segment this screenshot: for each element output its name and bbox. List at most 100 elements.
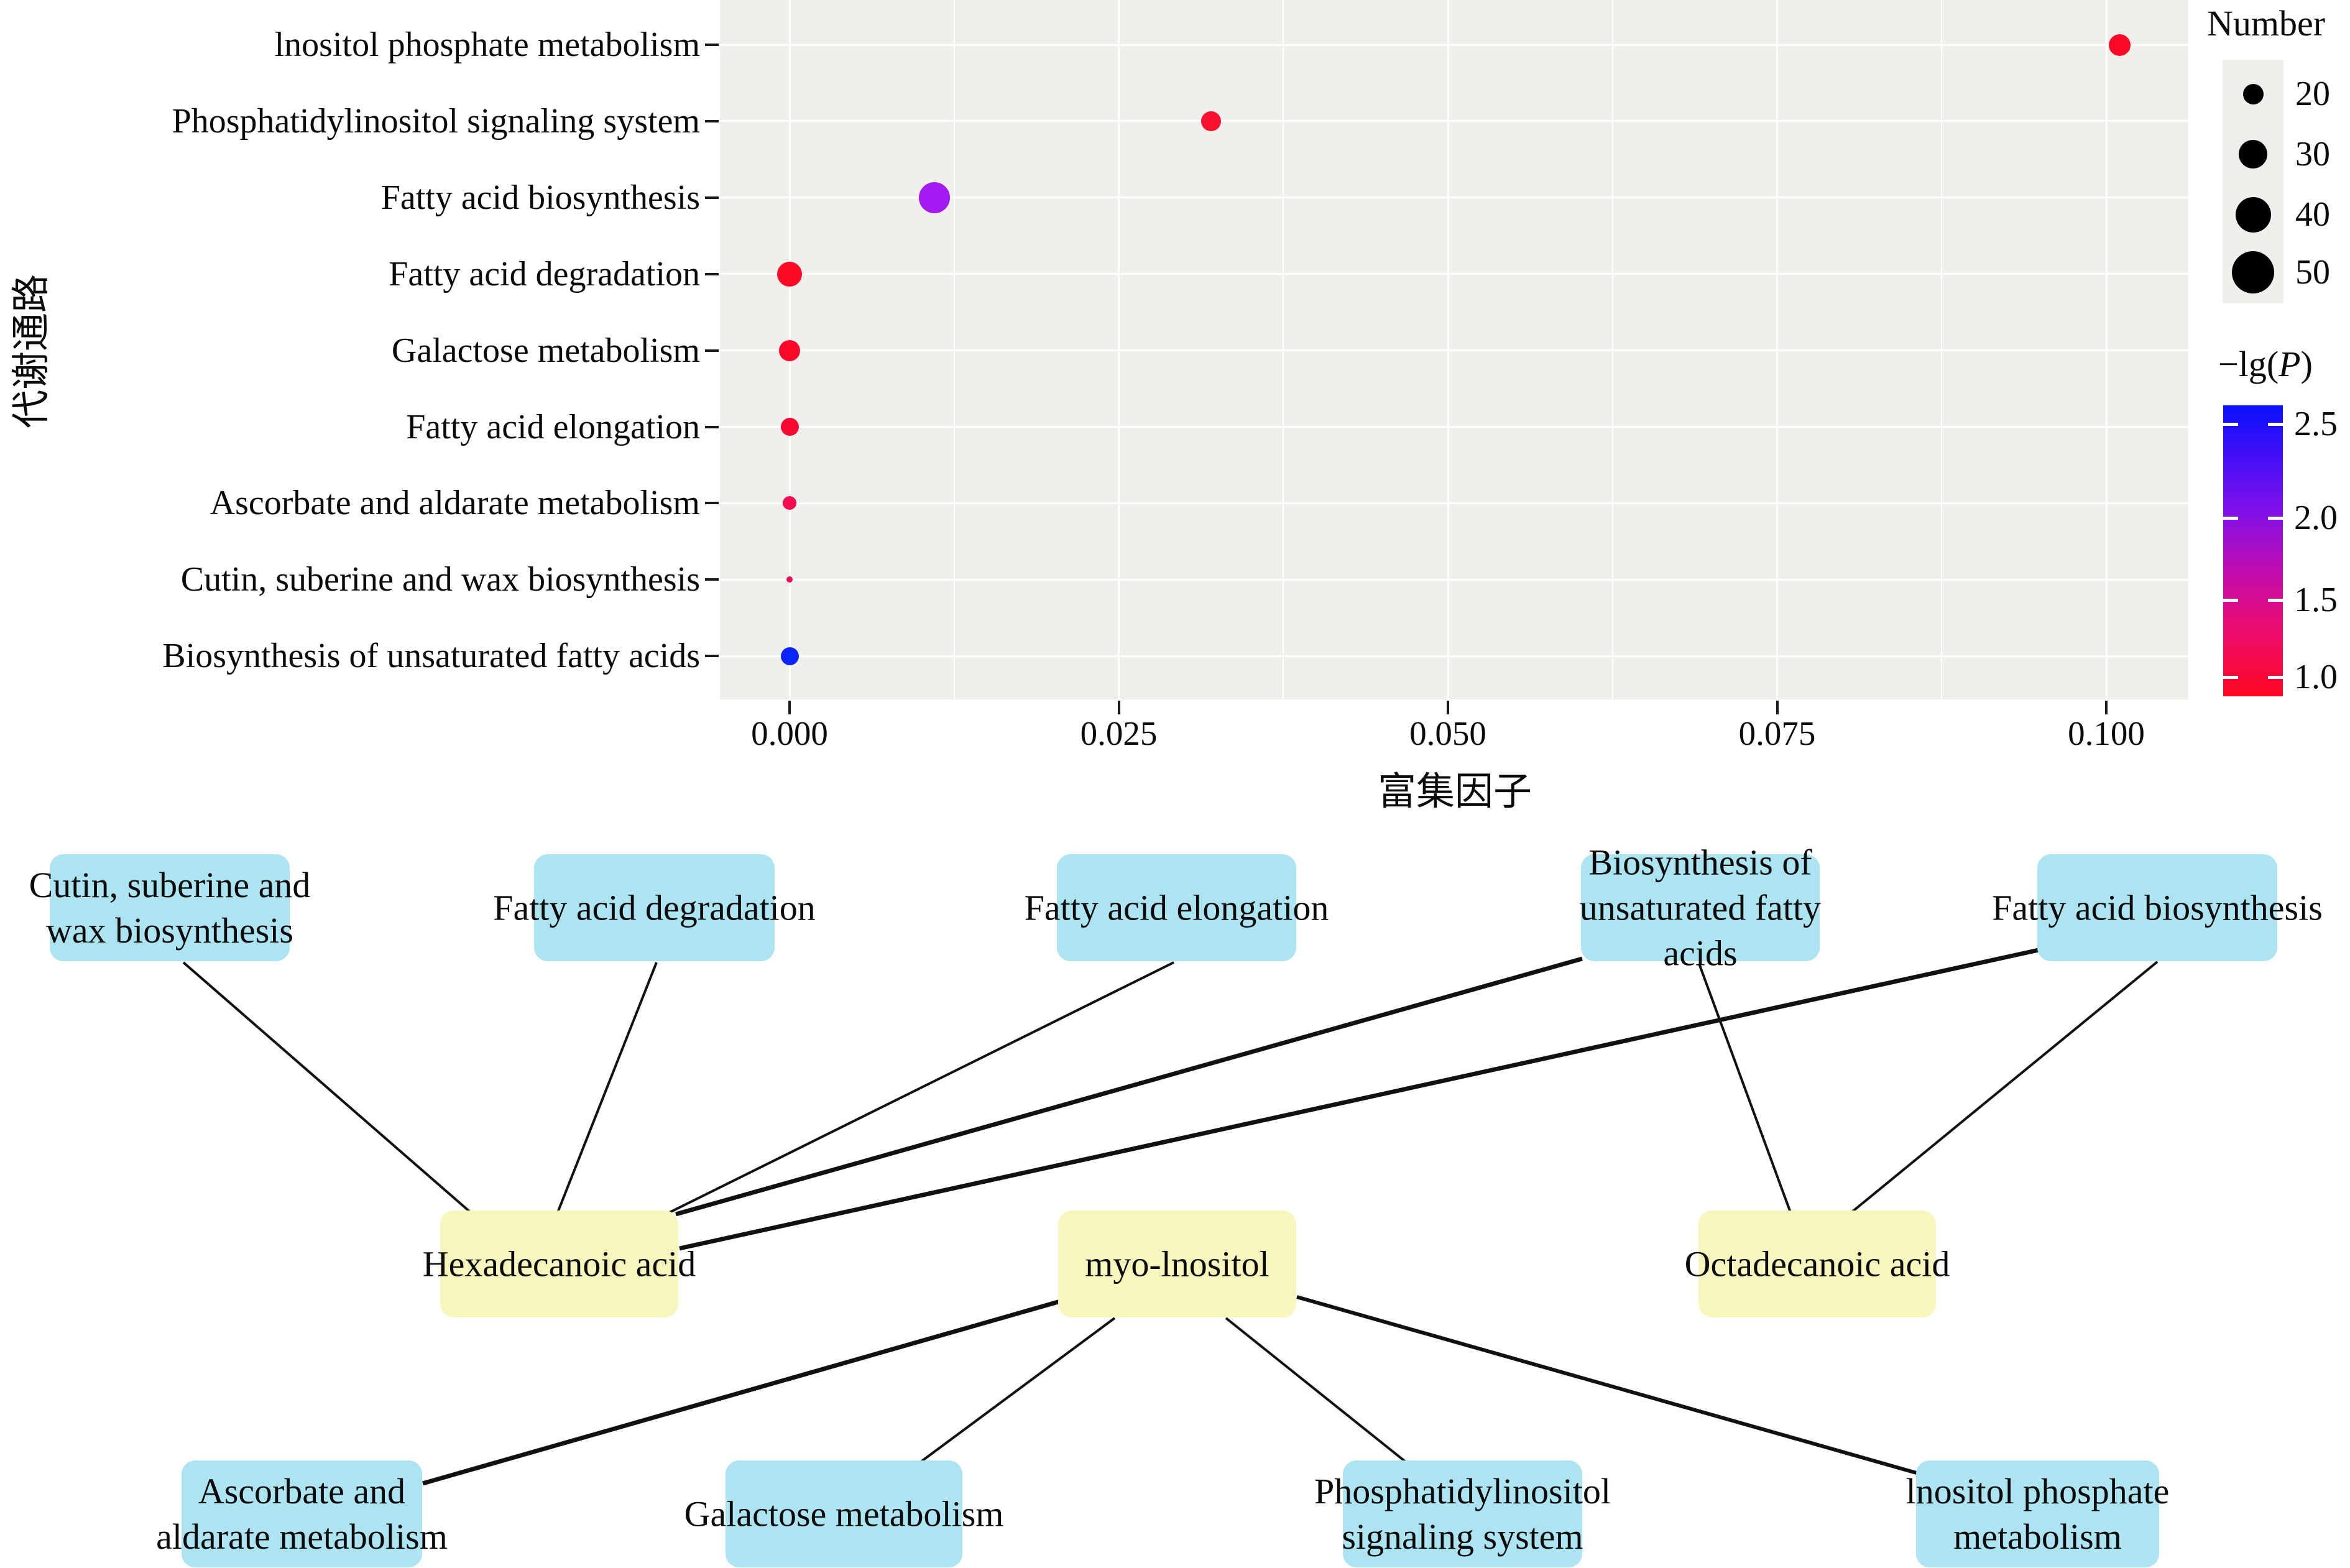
node-label-line: Phosphatidylinositol [1314,1471,1611,1511]
y-gridline-major [720,349,2188,352]
colorbar-tick [2268,599,2283,602]
colorbar-tick [2268,423,2283,426]
colorbar-tick [2223,517,2238,520]
node-label-line: Fatty acid degradation [493,887,816,928]
y-gridline-major [720,120,2188,122]
network-edge-buf-hex [675,956,1583,1217]
data-point [779,339,800,361]
chart-panel [720,0,2188,699]
node-label-line: Fatty acid elongation [1024,887,1329,928]
x-axis-tick-label: 0.050 [1409,714,1486,752]
y-axis-label: Fatty acid elongation [406,407,700,446]
network-node-hex: Hexadecanoic acid [423,1211,696,1317]
x-axis-tick [1117,701,1120,714]
y-gridline-major [720,426,2188,428]
x-axis-title: 富集因子 [1377,771,1532,813]
data-point [783,496,796,510]
node-label-line: unsaturated fatty [1579,887,1822,928]
colorbar [2223,405,2283,696]
colorbar-tick [2268,676,2283,679]
node-label: Ascorbate and aldarate metabolism [156,1469,448,1559]
network-edge-myo-asc [422,1297,1067,1486]
data-point [780,647,799,665]
data-point [786,576,793,583]
y-axis-label: Phosphatidylinositol signaling system [172,101,700,141]
y-axis-tick [705,196,719,199]
data-point [777,261,802,287]
colorbar-tick [2223,423,2238,426]
network-edge-cutin-hex [182,961,472,1214]
node-label: Octadecanoic acid [1685,1242,1950,1287]
network-node-oct: Octadecanoic acid [1685,1211,1950,1317]
y-axis-label: Biosynthesis of unsaturated fatty acids [162,637,700,676]
node-label: Hexadecanoic acid [423,1242,696,1287]
size-legend-dot [2232,251,2274,293]
node-label: Phosphatidylinositol signaling system [1314,1469,1611,1559]
y-axis-label: Galactose metabolism [391,331,700,370]
x-axis-tick [788,701,791,714]
x-axis-tick [2105,701,2108,714]
node-label-line: wax biosynthesis [46,910,293,951]
node-label: Fatty acid degradation [493,885,816,931]
x-axis-tick [1447,701,1449,714]
size-legend-title: Number [2207,3,2326,44]
network-edge-fad-hex [556,962,658,1213]
node-label-line: aldarate metabolism [156,1516,448,1557]
y-gridline-major [720,44,2188,46]
y-axis-tick [705,578,719,581]
colorbar-tick [2223,599,2238,602]
node-label-line: Biosynthesis of [1588,842,1812,883]
x-axis-tick-label: 0.025 [1080,714,1158,752]
size-legend-dot [2235,196,2271,233]
y-gridline-major [720,196,2188,199]
node-label: lnositol phosphate metabolism [1906,1469,2170,1559]
network-node-inos: lnositol phosphate metabolism [1906,1460,2169,1567]
y-gridline-major [720,502,2188,504]
size-legend-label: 40 [2295,195,2330,234]
node-label-line: metabolism [1953,1516,2122,1557]
node-label-line: Galactose metabolism [684,1493,1004,1534]
y-axis-tick [705,425,719,428]
node-label-line: acids [1663,933,1738,974]
node-label: Galactose metabolism [684,1492,1004,1537]
colorbar-label: 2.0 [2294,499,2338,537]
x-axis-tick-label: 0.100 [2068,714,2145,752]
y-axis-label: Ascorbate and aldarate metabolism [210,484,700,523]
network-node-phos: Phosphatidylinositol signaling system [1314,1460,1611,1567]
y-axis-tick [705,119,719,122]
colorbar-tick [2223,676,2238,679]
node-label-line: signaling system [1342,1516,1583,1557]
colorbar-title: −lg(P) [2218,343,2313,385]
data-point [2108,34,2131,56]
node-label-line: myo-lnositol [1085,1243,1269,1284]
size-legend-dot [2242,83,2264,104]
y-axis-label: Cutin, suberine and wax biosynthesis [180,560,700,599]
node-label-line: Octadecanoic acid [1684,1243,1950,1284]
network-edge-myo-phos [1225,1317,1408,1464]
network-node-asc: Ascorbate and aldarate metabolism [156,1460,448,1567]
y-gridline-major [720,655,2188,657]
network-edge-fab-hex [679,948,2039,1251]
colorbar-tick [2268,517,2283,520]
network-node-fad: Fatty acid degradation [493,854,816,961]
network-edge-fab-oct [1850,961,2159,1214]
y-axis-label: lnositol phosphate metabolism [274,25,700,64]
node-label: Fatty acid elongation [1025,885,1329,931]
network-edge-myo-gal [919,1317,1116,1464]
y-axis-tick [705,44,719,46]
y-gridline-major [720,273,2188,275]
size-legend-label: 30 [2295,135,2330,173]
network-edge-fae-hex [666,961,1174,1215]
node-label-line: lnositol phosphate [1905,1471,2170,1511]
colorbar-title-suffix: ) [2300,344,2313,384]
node-label-line: Ascorbate and [198,1471,406,1511]
size-legend-dot [2239,140,2267,168]
y-axis-tick [705,272,719,275]
network-node-gal: Galactose metabolism [684,1460,1003,1567]
colorbar-title-p: P [2279,344,2301,384]
data-point [780,418,799,436]
